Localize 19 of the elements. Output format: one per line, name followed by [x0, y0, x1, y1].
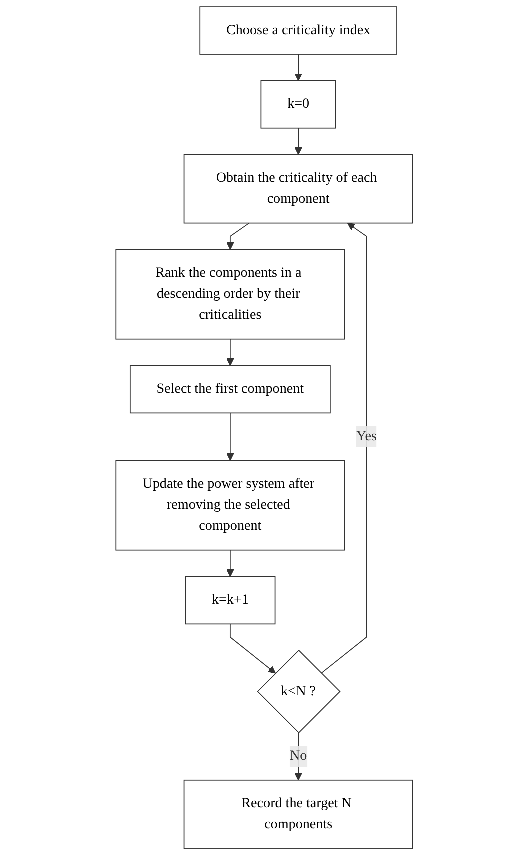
node-box: k=0 [260, 80, 336, 129]
node-box: Obtain the criticality of each component [184, 154, 414, 224]
edge-label: No [290, 748, 308, 764]
arrow [226, 338, 234, 366]
arrow [226, 222, 250, 250]
node-box: Select the first component [130, 365, 331, 414]
arrow [230, 624, 276, 674]
node-box: Choose a criticality index [200, 6, 398, 55]
edge-label: Yes [356, 429, 377, 444]
node-box: Record the target N components [184, 780, 414, 850]
node-diamond: k<N ? [257, 650, 341, 734]
arrow [226, 550, 234, 578]
arrow [321, 222, 368, 674]
node-box: k=k+1 [185, 576, 276, 625]
node-box: Update the power system after removing the selected component [116, 460, 346, 551]
arrow [294, 128, 302, 156]
node-box: Rank the components in a descending order by their criticalities [116, 249, 346, 340]
arrow [226, 412, 234, 462]
arrow [294, 54, 302, 82]
